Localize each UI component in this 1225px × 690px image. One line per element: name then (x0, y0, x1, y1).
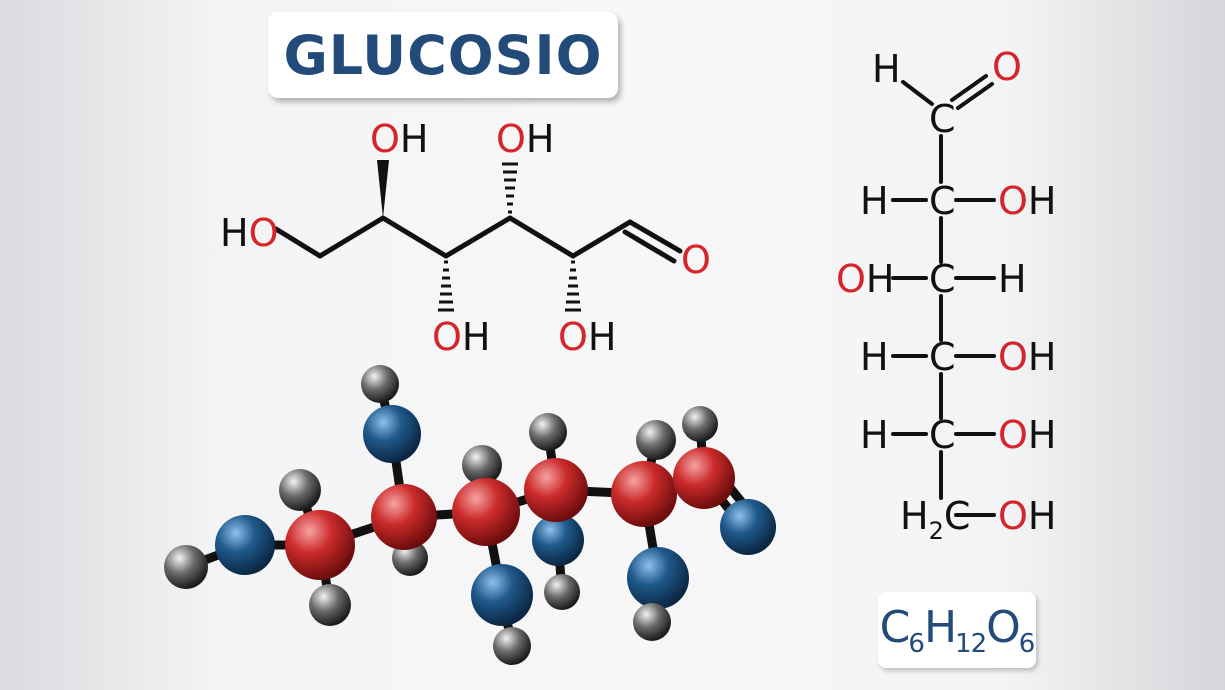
oh-top-right-label: OH (496, 117, 555, 161)
oh-bottom-right-label: OH (558, 315, 617, 359)
wedge-bond (377, 160, 389, 218)
hydrogen-atom (636, 420, 676, 460)
title-box: GLUCOSIO (268, 12, 618, 98)
ball-and-stick-model (164, 365, 776, 665)
carbon-atom (524, 458, 588, 522)
hydrogen-atom (309, 584, 351, 626)
hydrogen-atom (279, 469, 321, 511)
hydrogen-atom (682, 406, 718, 442)
hydrogen-atom (544, 574, 580, 610)
fischer-row1-left: H (860, 179, 889, 223)
carbon-atom (611, 461, 677, 527)
carbon-atom (371, 484, 437, 550)
fischer-row1-center: C (929, 179, 956, 223)
carbon-atom (452, 478, 520, 546)
diagram-title: GLUCOSIO (283, 23, 603, 87)
oxygen-atom (471, 564, 533, 626)
carbon-atom (673, 447, 735, 509)
hydrogen-atom (529, 413, 567, 451)
hydrogen-atom (633, 603, 671, 641)
oh-bottom-left-label: OH (432, 315, 491, 359)
fischer-row4-left: H (860, 413, 889, 457)
oxygen-atom (627, 547, 689, 609)
fischer-row3-center: C (929, 335, 956, 379)
fischer-row2-right: H (998, 257, 1027, 301)
oxygen-atom (363, 405, 421, 463)
oxygen-atom (215, 515, 275, 575)
hashed-bond-bottom-right (565, 260, 581, 312)
fischer-bottom-oh: OH (998, 494, 1057, 538)
oxygen-atom (532, 514, 584, 566)
hydrogen-atom (493, 627, 531, 665)
skeletal-formula (273, 215, 683, 264)
fischer-row4-right: OH (998, 413, 1057, 457)
fischer-top-c: C (929, 97, 956, 141)
hashed-bond-top (502, 162, 518, 214)
fischer-row2-center: C (929, 257, 956, 301)
hydrogen-atom (164, 545, 208, 589)
carbon-atom (285, 510, 355, 580)
oxygen-atom (720, 499, 776, 555)
fischer-row4-center: C (929, 413, 956, 457)
fischer-row1-right: OH (998, 179, 1057, 223)
fischer-top-o: O (992, 45, 1022, 89)
fischer-bottom-h2c: H2C (900, 494, 970, 545)
hydrogen-atom (361, 365, 399, 403)
hashed-bond-bottom-left (438, 260, 454, 312)
fischer-top-h: H (872, 47, 901, 91)
aldehyde-oxygen-label: O (681, 238, 711, 282)
fischer-projection (891, 74, 996, 517)
ho-left-label: HO (220, 211, 279, 255)
oh-top-left-label: OH (370, 117, 429, 161)
molecular-formula: C6H12O6 (879, 601, 1036, 659)
molecular-formula-box: C6H12O6 (878, 592, 1036, 668)
fischer-row3-left: H (860, 335, 889, 379)
hydrogen-atom (462, 445, 502, 485)
fischer-row3-right: OH (998, 335, 1057, 379)
fischer-row2-left: OH (836, 257, 895, 301)
